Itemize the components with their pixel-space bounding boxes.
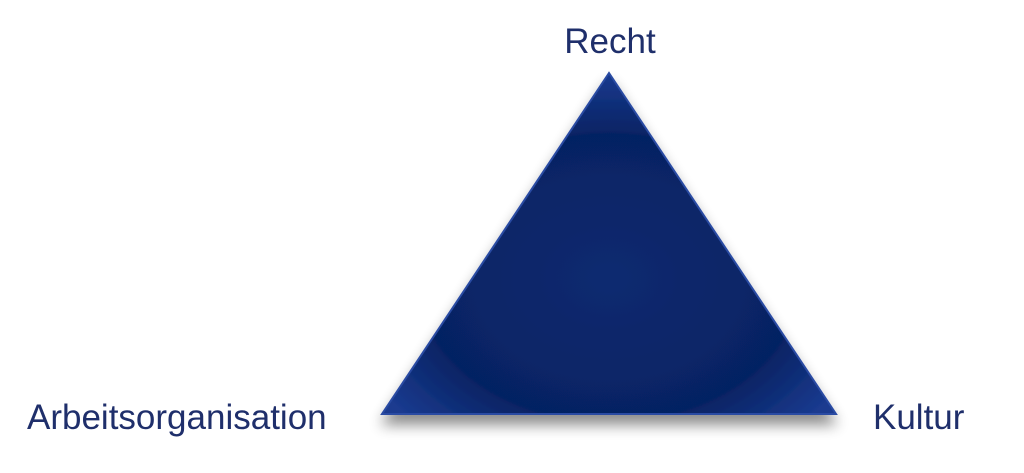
label-recht: Recht [564,22,656,61]
label-kultur: Kultur [873,398,965,437]
label-arbeitsorganisation: Arbeitsorganisation [27,398,327,437]
triangle-shape [380,71,838,415]
